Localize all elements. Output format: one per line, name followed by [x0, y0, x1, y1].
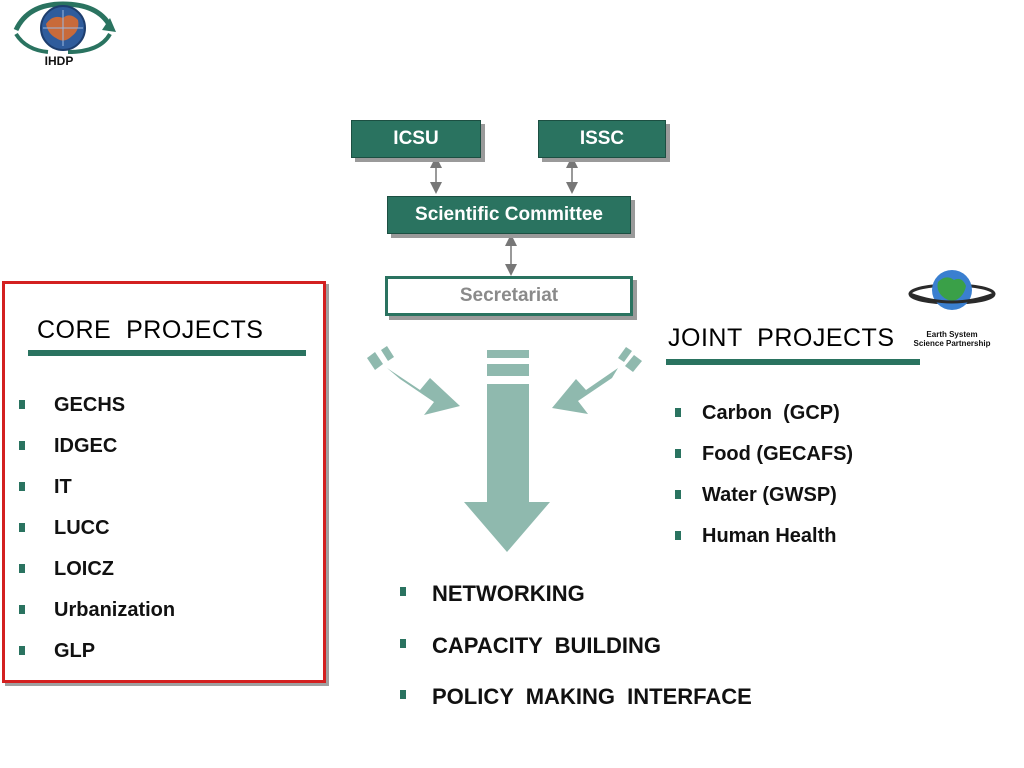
list-item: LOICZ	[2, 558, 175, 599]
scientific-committee-box: Scientific Committee	[387, 196, 631, 234]
essp-label: Earth System Science Partnership	[913, 330, 991, 348]
secretariat-box: Secretariat	[385, 276, 633, 316]
list-item: GECHS	[2, 394, 175, 435]
list-item: Water (GWSP)	[666, 484, 853, 525]
list-item: NETWORKING	[396, 581, 752, 633]
bullet-square-icon	[400, 587, 406, 596]
ihdp-globe-logo-icon	[13, 1, 116, 54]
bullet-square-icon	[19, 441, 25, 450]
core-projects-list: GECHS IDGEC IT LUCC LOICZ Urbanization G…	[2, 394, 175, 681]
right-diagonal-arrow	[552, 347, 642, 414]
bullet-square-icon	[19, 564, 25, 573]
list-item: Carbon (GCP)	[666, 402, 853, 443]
earth-globe-icon	[908, 270, 996, 310]
list-item: POLICY MAKING INTERFACE	[396, 684, 752, 736]
bullet-square-icon	[400, 638, 406, 648]
list-item: LUCC	[2, 517, 175, 558]
joint-projects-list: Carbon (GCP) Food (GECAFS) Water (GWSP) …	[666, 402, 853, 566]
list-item: CAPACITY BUILDING	[396, 633, 752, 685]
bullet-square-icon	[19, 523, 25, 532]
left-diagonal-arrow	[367, 346, 460, 415]
list-item: Human Health	[666, 525, 853, 566]
bullet-square-icon	[19, 646, 25, 655]
joint-projects-underline	[666, 359, 920, 365]
icsu-box: ICSU	[351, 120, 481, 158]
bullet-square-icon	[675, 449, 681, 458]
joint-projects-title: JOINT PROJECTS	[668, 324, 895, 352]
bullet-square-icon	[675, 490, 681, 499]
list-item: Urbanization	[2, 599, 175, 640]
central-down-arrow	[464, 350, 550, 552]
bullet-square-icon	[19, 605, 25, 614]
bullet-square-icon	[400, 690, 406, 699]
core-projects-underline	[28, 350, 306, 356]
bullet-square-icon	[675, 531, 681, 540]
logo-label: IHDP	[44, 54, 74, 68]
bullet-square-icon	[19, 400, 25, 409]
core-projects-title: CORE PROJECTS	[37, 316, 264, 344]
list-item: IT	[2, 476, 175, 517]
list-item: Food (GECAFS)	[666, 443, 853, 484]
bullet-square-icon	[19, 482, 25, 491]
core-projects-panel	[2, 281, 326, 683]
issc-box: ISSC	[538, 120, 666, 158]
outputs-list: NETWORKING CAPACITY BUILDING POLICY MAKI…	[396, 581, 752, 736]
list-item: GLP	[2, 640, 175, 681]
list-item: IDGEC	[2, 435, 175, 476]
bullet-square-icon	[675, 408, 681, 417]
